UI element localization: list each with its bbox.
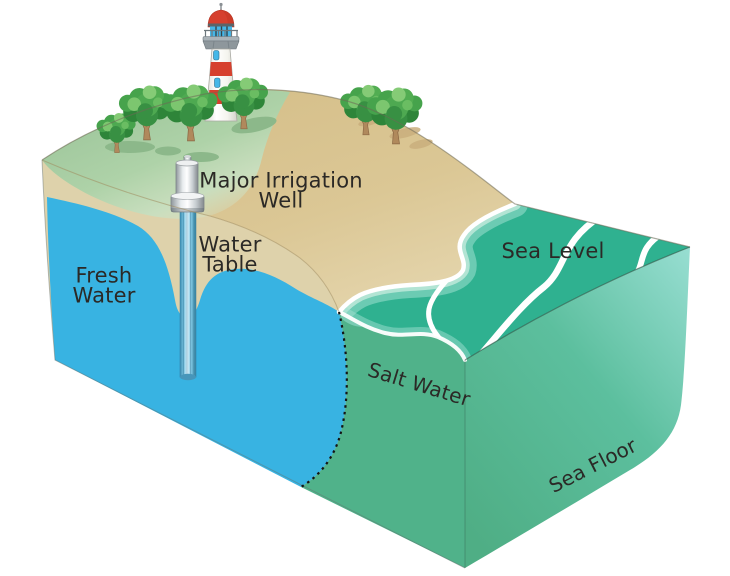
wave-line <box>478 212 605 357</box>
lighthouse-red-band <box>209 62 233 76</box>
block-edges <box>41 88 691 569</box>
salt-water-region <box>301 312 465 568</box>
sea-front-edge-foam <box>337 310 467 362</box>
lighthouse-gallery <box>202 40 240 50</box>
shoreline-foam <box>336 201 518 315</box>
irrigation-well <box>170 155 205 381</box>
lighthouse-gallery-rim <box>202 36 240 42</box>
lighthouse-window <box>214 77 221 88</box>
lighthouse-window <box>213 50 220 61</box>
fresh-water-region <box>47 197 347 487</box>
saltwater-interface-dotted-line <box>300 311 348 488</box>
well-pipe-bottom <box>180 373 196 381</box>
sea-surface <box>339 204 690 360</box>
